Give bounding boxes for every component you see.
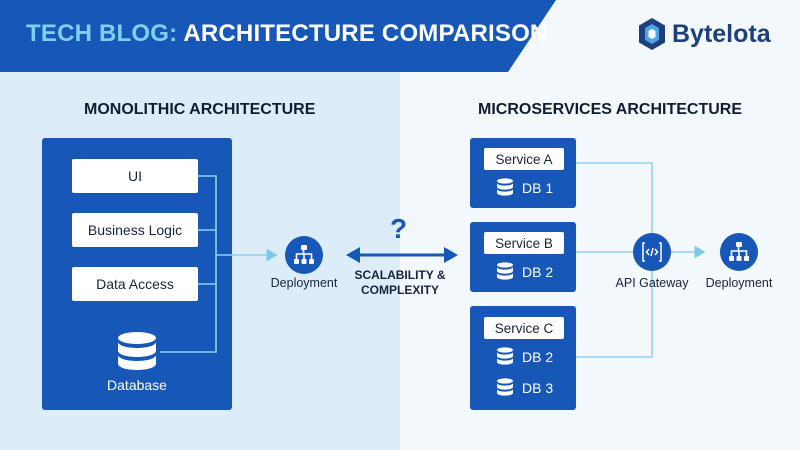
comparison-label: SCALABILITY & COMPLEXITY (346, 268, 454, 298)
db-label: DB 1 (522, 180, 554, 196)
database-icon (497, 347, 513, 365)
comparison-line-2: COMPLEXITY (360, 283, 439, 297)
db-label: DB 2 (522, 264, 554, 280)
page-title: TECH BLOG: ARCHITECTURE COMPARISON (26, 20, 547, 48)
data-access-layer: Data Access (72, 267, 198, 301)
monolith-connectors (160, 175, 278, 353)
microservices-deployment-icon (720, 233, 758, 271)
service-c-db-1: DB 2 (496, 347, 553, 367)
comparison-line-1: SCALABILITY & (354, 268, 446, 282)
service-b-db: DB 2 (496, 262, 553, 282)
service-c-label: Service C (484, 317, 564, 339)
monolith-heading: MONOLITHIC ARCHITECTURE (84, 101, 316, 118)
title-main: ARCHITECTURE COMPARISON (183, 20, 548, 47)
database-icon (497, 378, 513, 396)
title-prefix: TECH BLOG: (26, 20, 184, 47)
service-a-db: DB 1 (496, 178, 553, 198)
database-icon (497, 262, 513, 280)
service-b-label: Service B (484, 232, 564, 254)
ui-layer: UI (72, 159, 198, 193)
api-gateway-icon (633, 233, 671, 271)
business-logic-layer: Business Logic (72, 213, 198, 247)
database-icon (118, 332, 156, 370)
network-icon (294, 245, 314, 264)
logo-icon (639, 18, 665, 50)
comparison-arrow (346, 247, 458, 263)
right-background (400, 0, 800, 450)
monolith-deployment-icon (285, 236, 323, 274)
logo: Bytelota (638, 16, 771, 52)
service-c-db-2: DB 3 (496, 378, 553, 398)
microservices-deployment-label: Deployment (705, 276, 773, 290)
database-icon (497, 178, 513, 196)
microservices-heading: MICROSERVICES ARCHITECTURE (478, 101, 743, 118)
service-a-label: Service A (484, 148, 564, 170)
question-mark: ? (390, 213, 408, 244)
banner-shape (0, 0, 556, 72)
network-icon (729, 242, 749, 261)
logo-text: Bytelota (672, 19, 771, 48)
api-gateway-label: API Gateway (615, 276, 689, 290)
database-label: Database (107, 377, 167, 393)
gateway-icon (642, 242, 662, 262)
db-label: DB 2 (522, 349, 554, 365)
header-banner: TECH BLOG: ARCHITECTURE COMPARISON Bytel… (0, 0, 800, 72)
monolith-deployment-label: Deployment (270, 276, 338, 290)
db-label: DB 3 (522, 380, 554, 396)
